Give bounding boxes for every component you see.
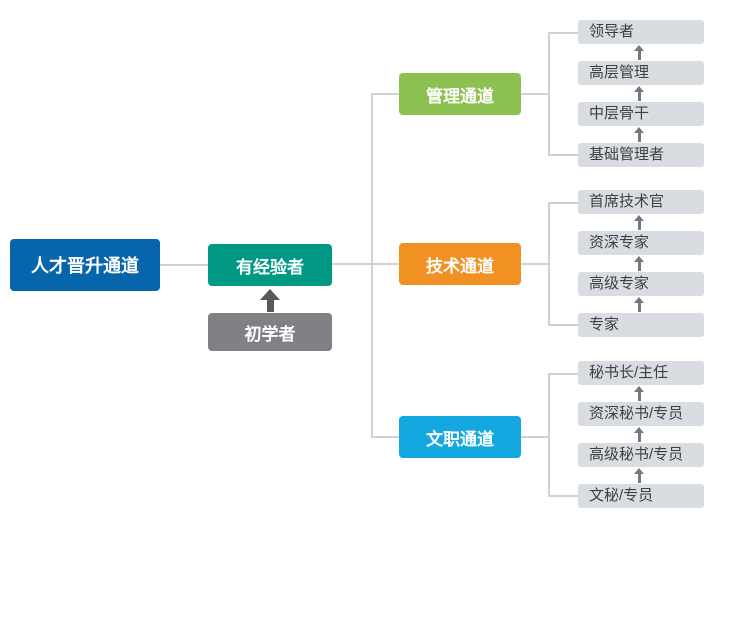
level-node: 领导者 bbox=[578, 20, 704, 44]
up-arrow-icon bbox=[634, 386, 644, 401]
up-arrow-icon bbox=[634, 86, 644, 101]
arrow-stem bbox=[266, 300, 274, 312]
connector-line bbox=[371, 93, 373, 438]
level-node: 高层管理 bbox=[578, 61, 704, 85]
up-arrow-icon bbox=[634, 215, 644, 230]
level-node: 首席技术官 bbox=[578, 190, 704, 214]
level-node: 资深秘书/专员 bbox=[578, 402, 704, 426]
connector-line bbox=[371, 93, 399, 95]
up-arrow-icon bbox=[634, 127, 644, 142]
level-node: 高级秘书/专员 bbox=[578, 443, 704, 467]
connector-line bbox=[521, 263, 549, 265]
up-arrow-icon bbox=[634, 45, 644, 60]
connector-line bbox=[332, 263, 399, 265]
connector-line bbox=[521, 93, 549, 95]
connector-line bbox=[548, 495, 578, 497]
up-arrow-icon bbox=[634, 427, 644, 442]
root-node: 人才晋升通道 bbox=[10, 239, 160, 291]
connector-line bbox=[548, 324, 578, 326]
up-arrow-icon bbox=[634, 468, 644, 483]
up-arrow-icon bbox=[634, 256, 644, 271]
level-node: 高级专家 bbox=[578, 272, 704, 296]
channel-node-management: 管理通道 bbox=[399, 73, 521, 115]
connector-line bbox=[521, 436, 549, 438]
connector-line bbox=[160, 264, 208, 266]
level-node: 基础管理者 bbox=[578, 143, 704, 167]
channel-node-technical: 技术通道 bbox=[399, 243, 521, 285]
connector-line bbox=[548, 373, 578, 375]
channel-node-clerical: 文职通道 bbox=[399, 416, 521, 458]
connector-line bbox=[371, 436, 399, 438]
connector-line bbox=[548, 32, 578, 34]
connector-line bbox=[548, 373, 550, 497]
connector-line bbox=[548, 154, 578, 156]
connector-line bbox=[548, 202, 578, 204]
experienced-node: 有经验者 bbox=[208, 244, 332, 286]
connector-line bbox=[548, 32, 550, 156]
level-node: 资深专家 bbox=[578, 231, 704, 255]
arrow-head bbox=[260, 289, 280, 300]
level-node: 中层骨干 bbox=[578, 102, 704, 126]
up-arrow-icon bbox=[634, 297, 644, 312]
level-node: 文秘/专员 bbox=[578, 484, 704, 508]
beginner-node: 初学者 bbox=[208, 313, 332, 351]
up-arrow-icon bbox=[260, 289, 280, 312]
level-node: 秘书长/主任 bbox=[578, 361, 704, 385]
level-node: 专家 bbox=[578, 313, 704, 337]
connector-line bbox=[548, 202, 550, 326]
